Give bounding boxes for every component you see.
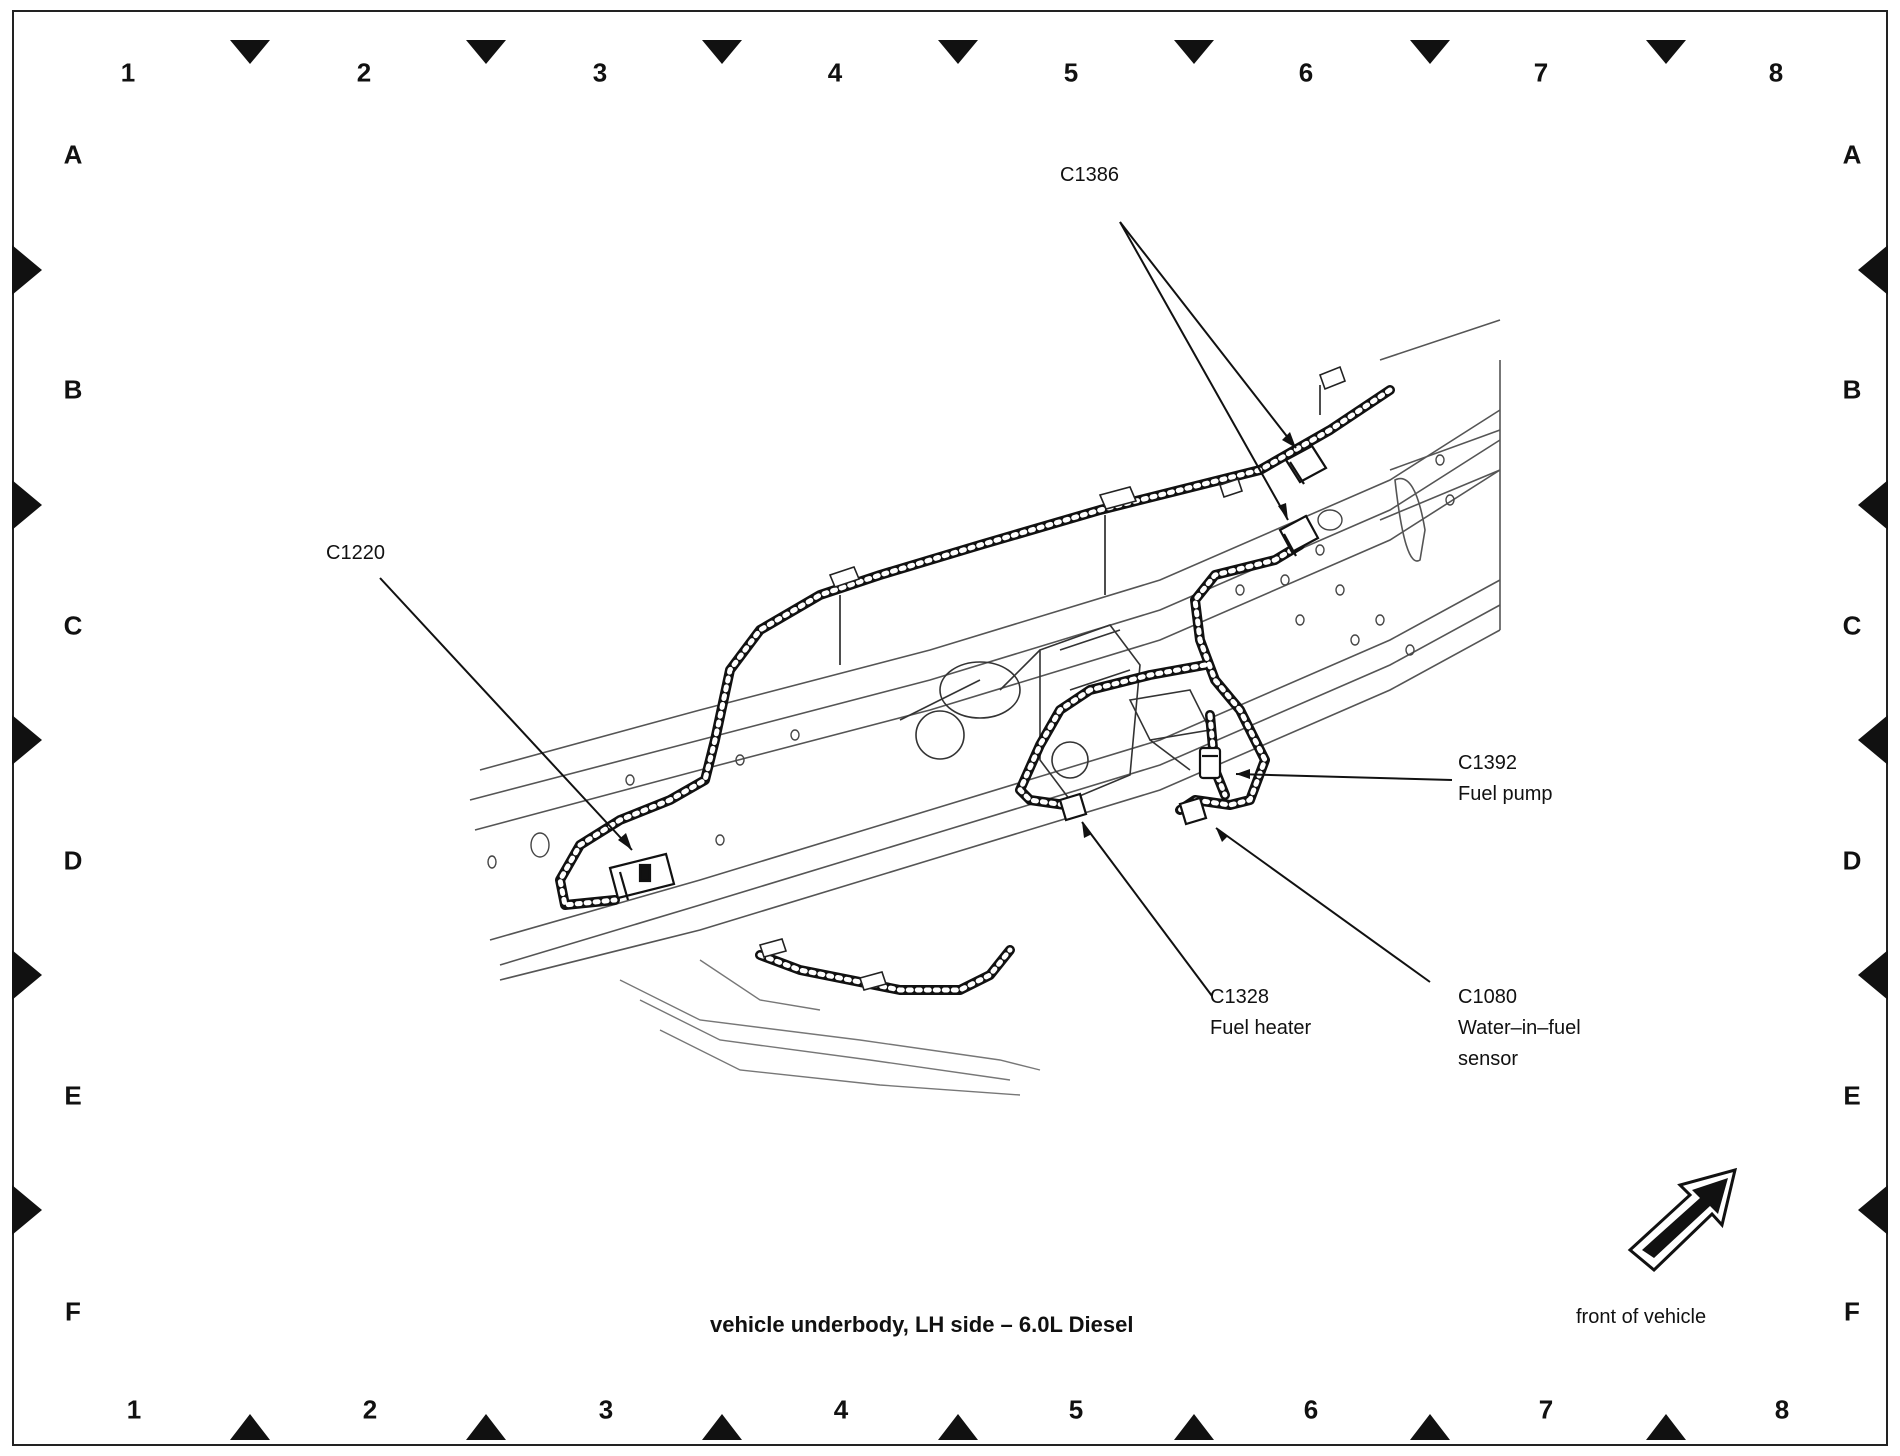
callout-c1220: C1220: [326, 538, 385, 569]
grid-edge-markers: [12, 40, 1888, 1440]
grid-row-b-right: B: [1842, 374, 1862, 405]
callout-c1328: C1328 Fuel heater: [1210, 982, 1311, 1044]
grid-row-c-left: C: [63, 610, 83, 641]
grid-col-8-bottom: 8: [1774, 1394, 1790, 1425]
diagram-caption: vehicle underbody, LH side – 6.0L Diesel: [710, 1312, 1134, 1337]
callout-c1220-code: C1220: [326, 542, 385, 564]
front-of-vehicle-label: front of vehicle: [1576, 1306, 1707, 1328]
callout-c1328-desc: Fuel heater: [1210, 1017, 1312, 1039]
callout-c1080-desc-line1: Water–in–fuel: [1458, 1017, 1581, 1039]
connector-c1220: [608, 852, 676, 901]
connector-c1328: [1058, 792, 1088, 822]
grid-col-1-top: 1: [120, 57, 136, 88]
grid-row-d-left: D: [63, 845, 83, 876]
lower-frame-members: [619, 959, 1041, 1096]
grid-col-3-top: 3: [592, 57, 608, 88]
connector-c1386-upper: [1284, 444, 1328, 485]
grid-col-7-bottom: 7: [1538, 1394, 1554, 1425]
frame-holes: [487, 454, 1455, 869]
callout-c1392: C1392 Fuel pump: [1458, 748, 1553, 810]
callout-c1080-code: C1080: [1458, 986, 1517, 1008]
grid-col-1-bottom: 1: [126, 1394, 142, 1425]
leader-arrowheads: [618, 432, 1296, 850]
connector-c1392: [1198, 746, 1222, 780]
grid-row-b-left: B: [63, 374, 83, 405]
callout-c1080: C1080 Water–in–fuel sensor: [1458, 982, 1581, 1075]
grid-col-2-bottom: 2: [362, 1394, 378, 1425]
front-of-vehicle-arrow-icon: [1627, 1167, 1738, 1273]
harness-clips: [758, 365, 1347, 991]
callout-c1080-desc-line2: sensor: [1458, 1048, 1519, 1070]
grid-col-2-top: 2: [356, 57, 372, 88]
grid-row-a-right: A: [1842, 139, 1862, 170]
grid-col-7-top: 7: [1533, 57, 1549, 88]
grid-row-d-right: D: [1842, 845, 1862, 876]
grid-col-4-top: 4: [827, 57, 843, 88]
grid-row-e-left: E: [64, 1080, 82, 1111]
callout-c1386-code: C1386: [1060, 164, 1119, 186]
grid-row-f-right: F: [1844, 1296, 1860, 1327]
callout-c1392-code: C1392: [1458, 752, 1517, 774]
grid-col-3-bottom: 3: [598, 1394, 614, 1425]
grid-row-a-left: A: [63, 139, 83, 170]
connector-c1386-lower: [1278, 514, 1320, 557]
wiring-harness: [555, 385, 1395, 995]
grid-col-6-top: 6: [1298, 57, 1314, 88]
grid-col-5-bottom: 5: [1068, 1394, 1084, 1425]
grid-col-8-top: 8: [1768, 57, 1784, 88]
callout-c1386: C1386: [1060, 160, 1119, 191]
callout-c1392-desc: Fuel pump: [1458, 783, 1553, 805]
grid-col-5-top: 5: [1063, 57, 1079, 88]
callout-c1328-code: C1328: [1210, 986, 1269, 1008]
leader-lines: [379, 221, 1453, 997]
grid-row-c-right: C: [1842, 610, 1862, 641]
connector-c1080: [1178, 796, 1208, 826]
grid-col-6-bottom: 6: [1303, 1394, 1319, 1425]
grid-row-f-left: F: [65, 1296, 81, 1327]
grid-col-4-bottom: 4: [833, 1394, 849, 1425]
grid-row-e-right: E: [1843, 1080, 1861, 1111]
